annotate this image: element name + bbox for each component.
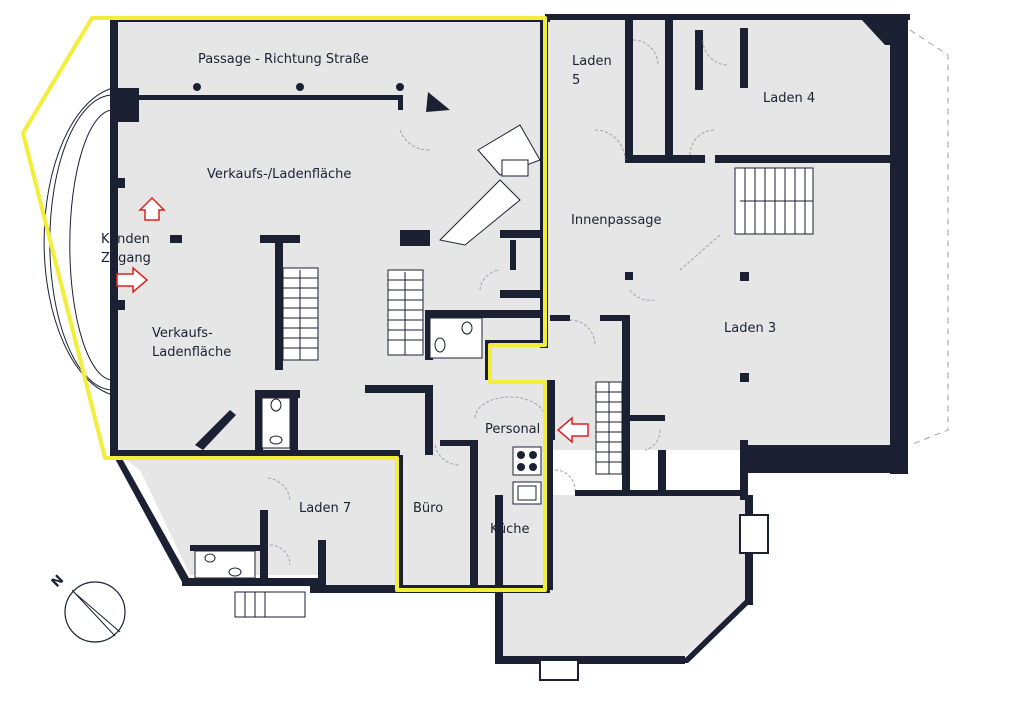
compass-needle (71, 589, 121, 637)
label-laden5-line2: 5 (572, 73, 580, 88)
compass-circle (64, 581, 126, 643)
doors (267, 39, 729, 566)
walls (110, 14, 910, 664)
laden7-floor (113, 450, 400, 590)
compass: N (49, 572, 126, 643)
label-laden7: Laden 7 (299, 501, 351, 516)
label-kueche: Küche (490, 522, 530, 537)
balcony-outline (539, 29, 949, 681)
stairs (234, 124, 814, 618)
label-passage: Passage - Richtung Straße (198, 52, 369, 67)
markers (116, 92, 589, 444)
label-verkaufsflaeche: Verkaufs-/Ladenfläche (207, 167, 351, 182)
label-verkauf2-line2: Ladenfläche (152, 345, 231, 360)
label-laden5-line1: Laden (572, 54, 612, 69)
label-innenpassage: Innenpassage (571, 213, 662, 228)
label-personal: Personal (485, 422, 540, 437)
label-zugang: Zugang (101, 251, 151, 266)
fixtures (194, 159, 529, 579)
kitchen-fixtures (512, 446, 542, 505)
label-verkauf2-line1: Verkaufs- (152, 326, 213, 341)
room-labels: Passage - Richtung Straße Laden 5 Laden … (101, 52, 815, 537)
view-direction-marker (426, 92, 450, 112)
entrance-arrow-up (138, 196, 166, 221)
label-buero: Büro (413, 501, 443, 516)
label-laden4: Laden 4 (763, 91, 815, 106)
label-laden3: Laden 3 (724, 321, 776, 336)
entrance-arrow-right (116, 266, 149, 294)
compass-north-label: N (49, 572, 67, 590)
label-kunden: Kunden (101, 232, 150, 247)
colonnade (193, 83, 404, 91)
lower-right-floor (495, 495, 750, 660)
personal-arrow-left (556, 416, 589, 444)
highlight-outline (21, 16, 547, 592)
